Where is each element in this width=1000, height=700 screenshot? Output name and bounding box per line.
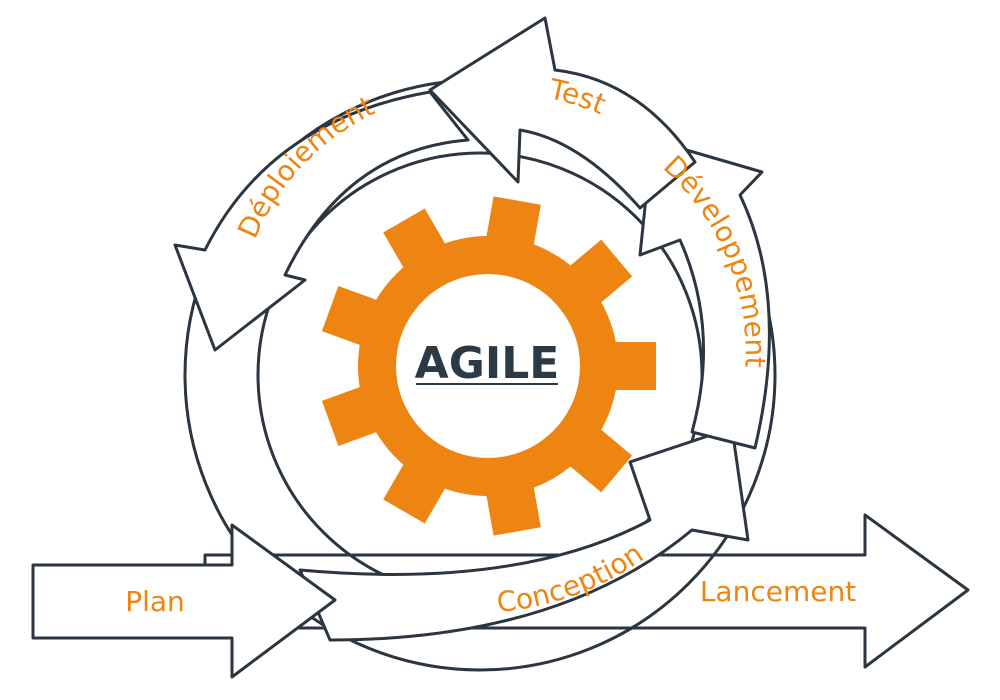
gear-tooth xyxy=(484,196,541,254)
test-arrow xyxy=(428,16,697,210)
gear-tooth xyxy=(321,285,386,349)
gear-tooth xyxy=(562,423,633,493)
gear-tooth xyxy=(562,239,633,309)
plan-arrow xyxy=(31,523,337,679)
deploiement-arrow xyxy=(173,90,470,352)
gear-tooth xyxy=(383,208,450,276)
gear-tooth xyxy=(606,342,656,390)
gear-teeth xyxy=(321,196,656,536)
developpement-arrow xyxy=(638,138,771,450)
gear-icon xyxy=(321,196,656,536)
gear-tooth xyxy=(383,456,450,524)
lancement-label: Lancement xyxy=(700,575,856,608)
center-label: AGILE xyxy=(415,338,560,389)
gear-hole xyxy=(396,274,580,458)
gear-tooth xyxy=(321,383,386,447)
plan-label: Plan xyxy=(125,585,185,618)
conception-arrow xyxy=(298,426,750,642)
gear-tooth xyxy=(484,478,541,536)
